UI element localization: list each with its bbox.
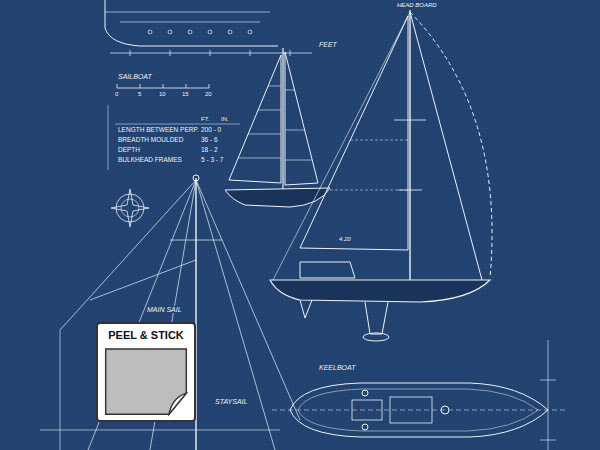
blueprint-label: 200 - 0 <box>200 127 222 134</box>
blueprint-label: STAYSAIL <box>214 398 248 405</box>
blueprint-label: 15 <box>181 91 190 97</box>
blueprint-label: 5 - 3 - 7 <box>200 157 224 164</box>
hatch <box>441 406 449 414</box>
sheet-shape <box>106 349 187 414</box>
blueprint-label: BULKHEAD FRAMES <box>117 157 183 164</box>
ship-hull <box>105 0 278 46</box>
blueprint-label: 18 - 2 <box>200 147 219 154</box>
deckhouse <box>390 397 432 423</box>
porthole <box>188 30 192 34</box>
blueprint-label: BREADTH MOULDED <box>117 137 184 144</box>
blueprint-label: SAILBOAT <box>117 73 153 80</box>
scale-bar <box>117 84 209 88</box>
blueprint-label: 4.20 <box>338 236 352 242</box>
compass-ring <box>116 194 144 222</box>
badge-text: PEEL & STICK <box>102 329 190 341</box>
blueprint-label: LENGTH BETWEEN PERP. <box>117 127 200 134</box>
rig-line <box>60 180 300 450</box>
peel-stick-badge: PEEL & STICK <box>96 322 196 422</box>
blueprint-label: IN. <box>220 116 230 122</box>
big-mast <box>409 10 410 280</box>
cabin <box>300 262 355 278</box>
genoa-curve <box>410 12 492 278</box>
porthole <box>208 30 212 34</box>
blueprint-label: 0 <box>114 91 119 97</box>
blueprint-label: MAIN SAIL <box>146 306 183 313</box>
rudder <box>300 300 312 318</box>
cockpit <box>352 400 382 420</box>
winch <box>362 424 368 430</box>
winch <box>362 390 368 396</box>
peel-corner <box>169 393 186 414</box>
porthole <box>168 30 172 34</box>
forestay <box>410 12 482 280</box>
porthole <box>148 30 152 34</box>
small-hull <box>225 188 330 207</box>
centerline <box>272 410 565 411</box>
blueprint-label: 10 <box>158 91 167 97</box>
blueprint-label: 20 <box>204 91 213 97</box>
blueprint-label: KEELBOAT <box>318 364 356 371</box>
blueprint-label: DEPTH <box>117 147 141 154</box>
blueprint-label: 36 - 6 <box>200 137 219 144</box>
compass-star <box>111 189 149 227</box>
small-mainsail <box>285 52 318 185</box>
big-hull <box>270 280 490 302</box>
ship-deck-line <box>105 12 270 22</box>
compass-ring <box>121 199 139 217</box>
porthole <box>248 30 252 34</box>
sail-dimension <box>330 140 408 190</box>
big-mainsail <box>300 16 408 250</box>
blueprint-label: FEET <box>318 41 338 48</box>
keel-fin <box>365 302 388 334</box>
table-rule <box>115 124 240 125</box>
blueprint-label: 5 <box>137 91 142 97</box>
small-jib <box>229 55 281 183</box>
backstay <box>272 12 410 282</box>
keel-bulb <box>363 333 389 341</box>
dimension-line <box>540 340 556 450</box>
sail-batten <box>238 86 312 160</box>
feet-ruler <box>110 50 312 56</box>
dimension-line <box>108 105 109 170</box>
spreader <box>394 120 426 190</box>
porthole <box>228 30 232 34</box>
small-mast <box>282 48 283 192</box>
blueprint-label: HEAD BOARD <box>396 2 438 8</box>
blueprint-label: FT. <box>200 116 210 122</box>
